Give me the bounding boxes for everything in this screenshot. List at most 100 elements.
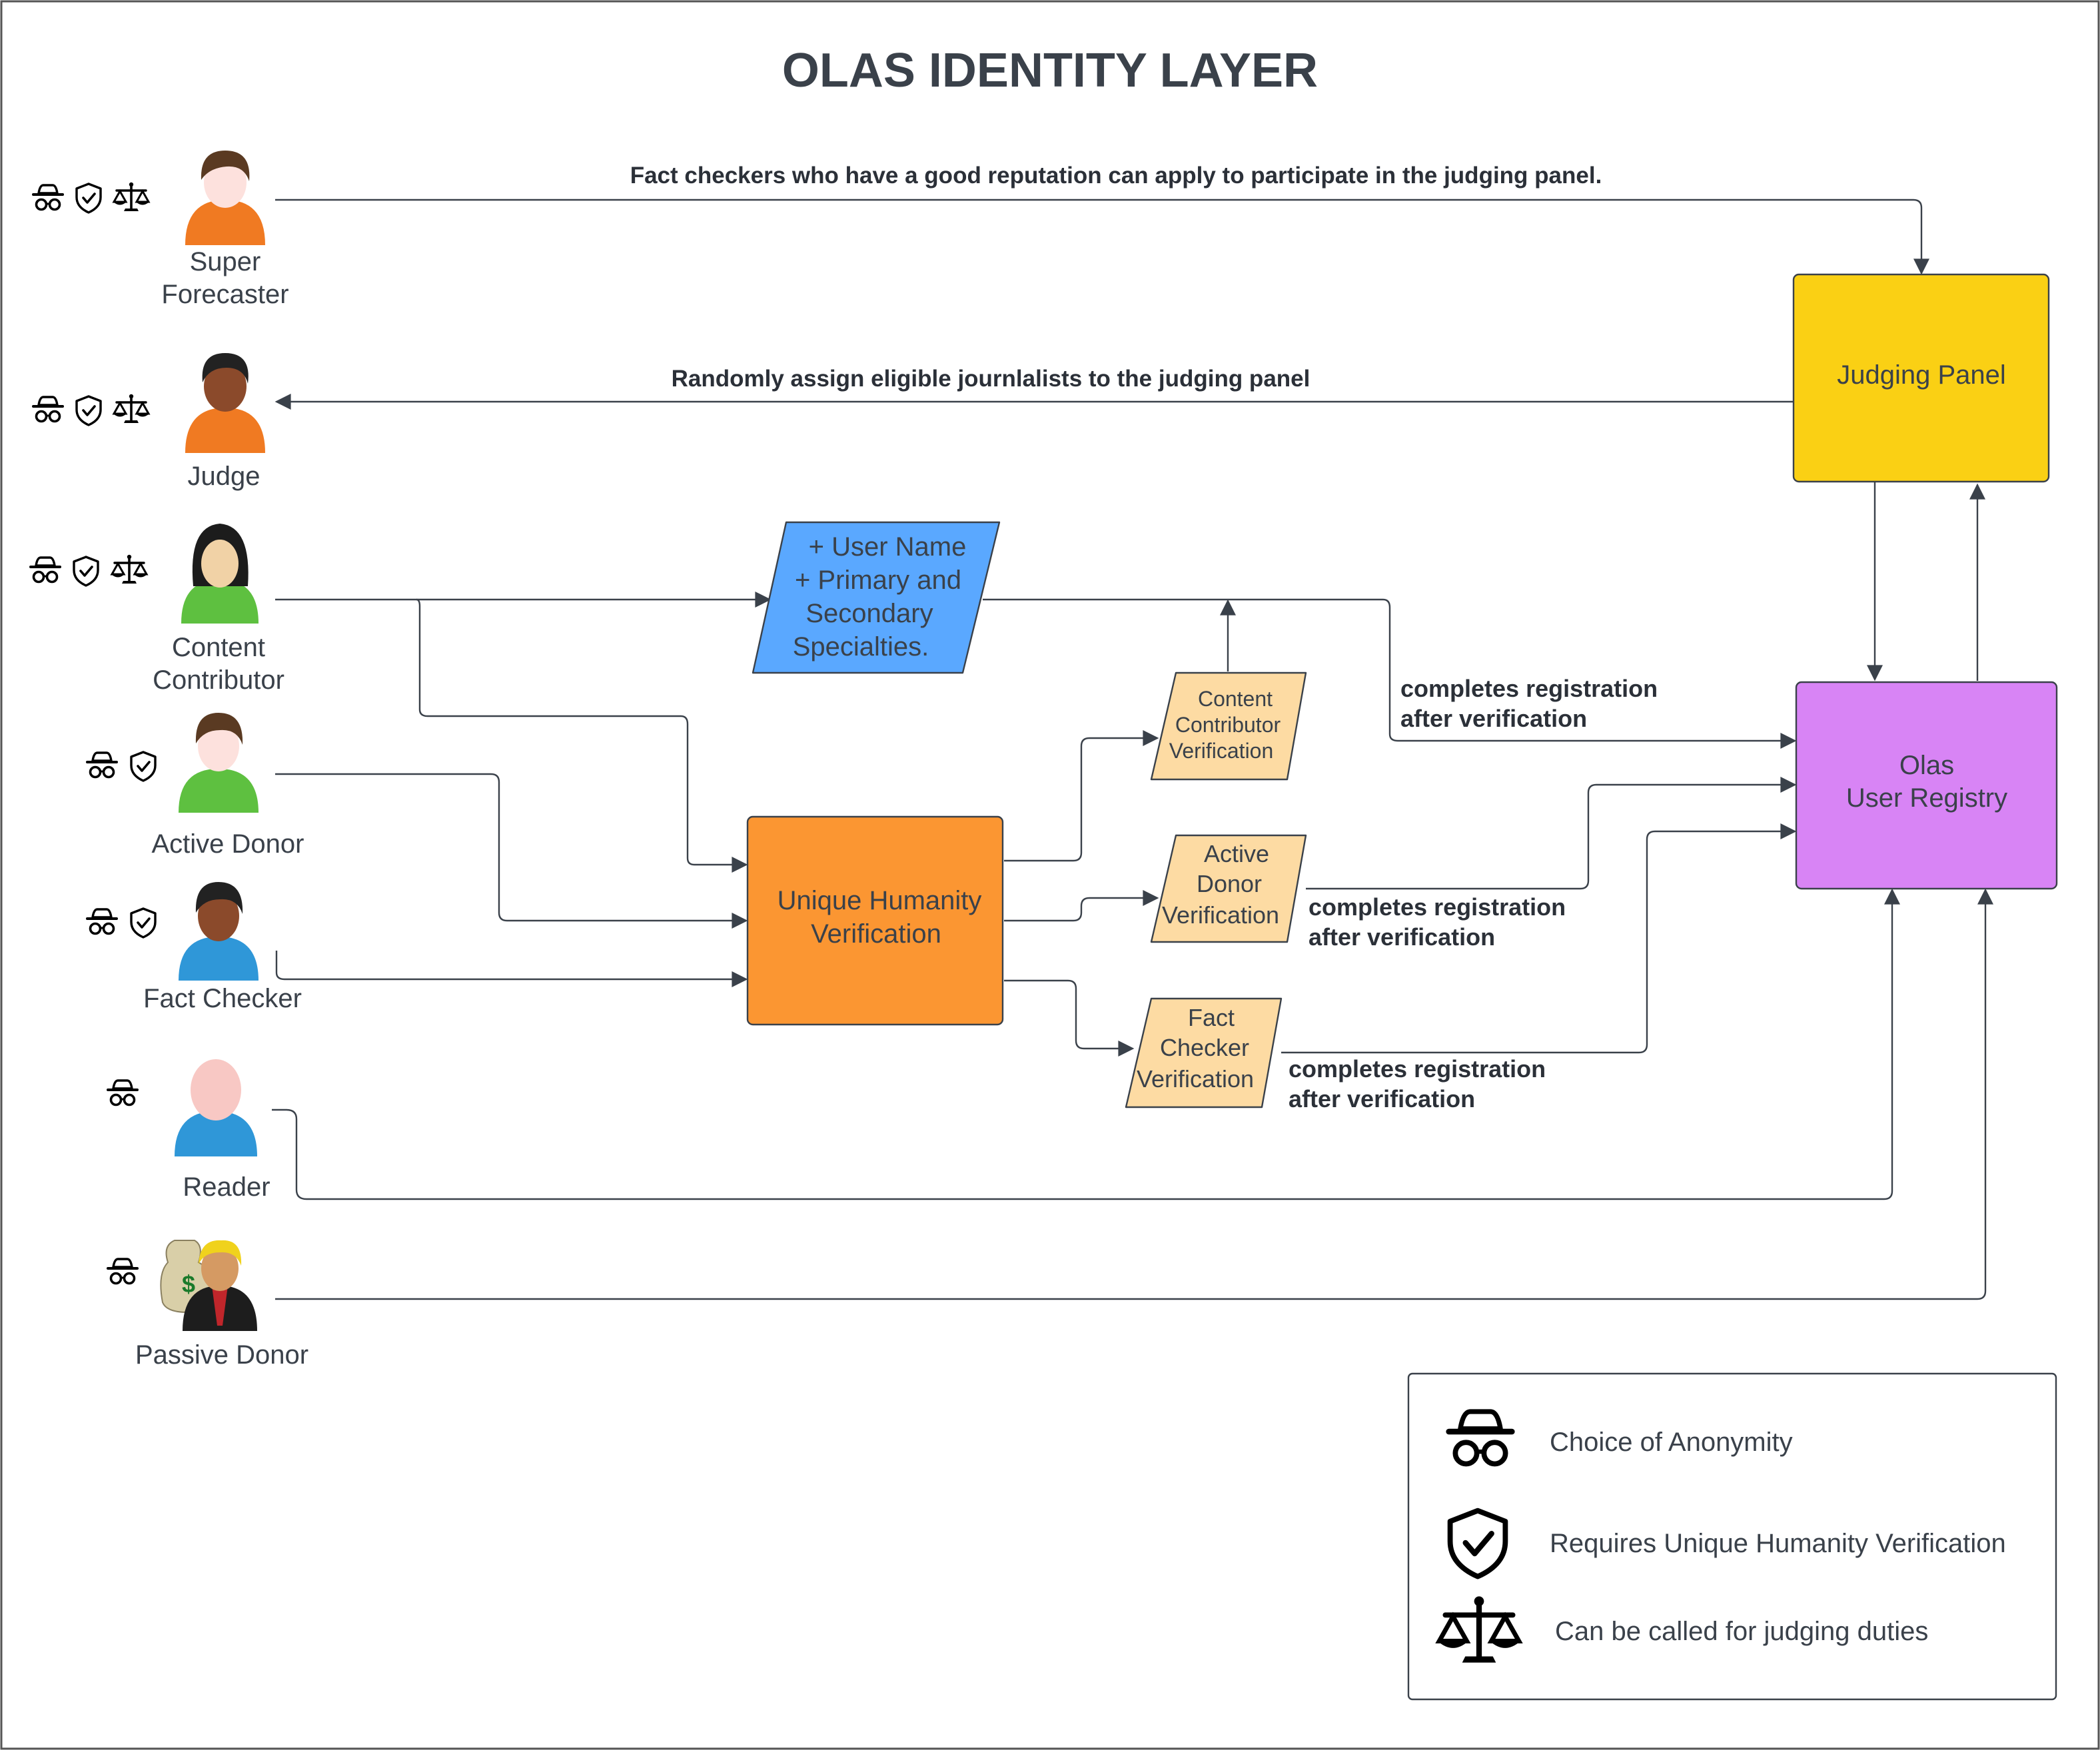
edge-label-assign-random: Randomly assign eligible journlalists to…: [672, 366, 1311, 392]
role-icons: [86, 751, 157, 782]
page-title: OLAS IDENTITY LAYER: [782, 44, 1318, 97]
legend-unique-label: Requires Unique Humanity Verification: [1550, 1529, 2006, 1558]
registry-label-2: User Registry: [1846, 783, 2007, 813]
actor-reader: Reader: [107, 1059, 270, 1202]
edge-forecaster-to-panel: [275, 199, 1929, 275]
judging-panel-label: Judging Panel: [1837, 360, 2006, 390]
edge-passivedonor-to-registry: [275, 888, 1993, 1300]
role-icons: [29, 553, 149, 587]
actor-label-1: Reader: [183, 1172, 270, 1202]
legend-box: [1407, 1372, 2057, 1701]
role-icons: [32, 392, 151, 426]
businessman-avatar-icon: [183, 1240, 257, 1331]
edge-uhv-to-ccv: [1004, 730, 1159, 862]
cc-verification-node[interactable]: Content Contributor Verification: [1150, 671, 1307, 781]
role-icons: [107, 1258, 139, 1285]
legend-judging-label: Can be called for judging duties: [1555, 1617, 1928, 1646]
actor-label-1: Judge: [188, 462, 261, 491]
fcv-label-1: Fact: [1188, 1004, 1235, 1031]
actor-fact-checker: Fact Checker: [86, 882, 302, 1013]
role-icons: [32, 181, 151, 214]
person-avatar-icon: [179, 882, 259, 981]
shield-check-icon: [75, 183, 102, 214]
anonymity-icon: [32, 396, 64, 423]
actor-label-2: Forecaster: [161, 280, 288, 309]
shield-check-icon: [130, 907, 157, 939]
username-label-1: + User Name: [809, 532, 967, 562]
person-avatar-icon: [175, 1059, 257, 1156]
anonymity-icon: [107, 1258, 139, 1285]
edge-reader-to-registry: [272, 888, 1900, 1200]
legend-anonymity-label: Choice of Anonymity: [1550, 1428, 1793, 1457]
anonymity-icon: [86, 908, 118, 935]
edge-label-completes-1b: after verification: [1400, 705, 1587, 732]
fcv-label-2: Checker: [1160, 1034, 1249, 1061]
actor-label-1: Fact Checker: [143, 984, 302, 1013]
edge-adv-to-registry: [1306, 777, 1797, 890]
username-label-3: Secondary: [805, 599, 933, 628]
person-avatar-icon: [179, 713, 259, 813]
edge-label-completes-1a: completes registration: [1400, 675, 1658, 702]
anonymity-icon: [107, 1079, 139, 1106]
shield-check-icon: [130, 751, 157, 782]
role-icons: [86, 907, 157, 939]
edge-username-to-registry: [983, 598, 1797, 749]
actor-judge: Judge: [32, 353, 265, 491]
anonymity-icon: [86, 751, 118, 779]
edge-label-completes-3a: completes registration: [1289, 1055, 1546, 1083]
uhv-label-1: Unique Humanity: [778, 886, 982, 915]
edge-label-completes-2a: completes registration: [1309, 893, 1566, 921]
username-label-2: + Primary and: [795, 566, 961, 595]
scales-icon: [112, 181, 151, 213]
judging-panel-node[interactable]: Judging Panel: [1792, 273, 2050, 483]
unique-humanity-node[interactable]: Unique Humanity Verification: [746, 815, 1004, 1026]
person-avatar-icon: [181, 524, 259, 624]
edge-contributor-to-uhv: [416, 598, 748, 873]
actor-super-forecaster: Super Forecaster: [32, 151, 289, 309]
anonymity-icon: [29, 556, 61, 584]
fcv-label-3: Verification: [1137, 1065, 1254, 1093]
actor-active-donor: Active Donor: [86, 713, 304, 859]
ccv-label-3: Verification: [1169, 739, 1274, 763]
adv-label-2: Donor: [1197, 870, 1262, 897]
role-icons: [107, 1079, 139, 1106]
fc-verification-node[interactable]: Fact Checker Verification: [1125, 997, 1283, 1108]
edge-activedonor-to-uhv: [275, 773, 748, 929]
edge-uhv-to-fcv: [1004, 979, 1135, 1057]
actor-label-1: Content: [172, 633, 265, 662]
actor-label-1: Active Donor: [152, 829, 304, 859]
connectors: [272, 199, 1993, 1300]
edge-uhv-to-adv: [1004, 890, 1159, 922]
uhv-label-2: Verification: [811, 919, 941, 949]
username-specialties-node[interactable]: + User Name + Primary and Secondary Spec…: [752, 521, 1001, 674]
username-label-4: Specialties.: [793, 632, 929, 661]
person-avatar-icon: [185, 353, 265, 453]
edge-label-completes-3b: after verification: [1289, 1085, 1475, 1112]
actor-passive-donor: $ Passive Donor: [107, 1240, 308, 1370]
shield-check-icon: [73, 556, 99, 587]
ccv-label-2: Contributor: [1175, 713, 1281, 737]
user-registry-node[interactable]: Olas User Registry: [1795, 681, 2058, 890]
scales-icon: [110, 553, 149, 585]
actor-label-2: Contributor: [153, 665, 284, 695]
adv-label-1: Active: [1204, 840, 1269, 867]
registry-label-1: Olas: [1899, 751, 1954, 780]
actor-label-1: Super: [190, 247, 261, 276]
actor-content-contributor: Content Contributor: [29, 524, 284, 695]
edge-factchecker-to-uhv: [275, 951, 748, 987]
shield-check-icon: [75, 395, 102, 426]
edge-fcv-to-registry: [1281, 823, 1797, 1054]
ad-verification-node[interactable]: Active Donor Verification: [1150, 834, 1307, 943]
actor-label-1: Passive Donor: [135, 1340, 308, 1370]
legend: Choice of Anonymity Requires Unique Huma…: [1407, 1372, 2057, 1701]
scales-icon: [112, 392, 151, 424]
svg-text:$: $: [182, 1270, 195, 1298]
adv-label-3: Verification: [1162, 901, 1279, 929]
ccv-label-1: Content: [1198, 687, 1273, 711]
edge-label-apply-panel: Fact checkers who have a good reputation…: [630, 163, 1602, 189]
edge-label-completes-2b: after verification: [1309, 923, 1495, 951]
anonymity-icon: [32, 184, 64, 211]
